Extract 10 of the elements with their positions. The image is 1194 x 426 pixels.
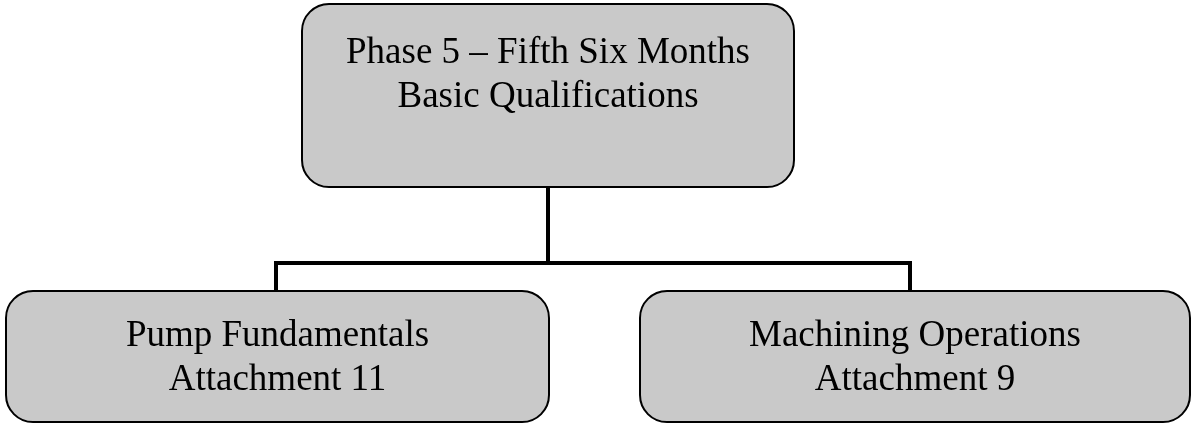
rounded-box: [301, 3, 795, 188]
rounded-box: [639, 290, 1191, 423]
box-subtitle: Attachment 11: [168, 356, 387, 400]
rounded-box: [5, 290, 550, 423]
box-subtitle: Attachment 9: [814, 356, 1016, 400]
box-heading: Pump Fundamentals: [125, 312, 430, 356]
box-heading: Machining Operations: [749, 312, 1081, 356]
box-subtitle: Basic Qualifications: [397, 73, 699, 117]
box-heading: Phase 5 – Fifth Six Months: [346, 29, 750, 73]
connector-line: [546, 188, 912, 290]
